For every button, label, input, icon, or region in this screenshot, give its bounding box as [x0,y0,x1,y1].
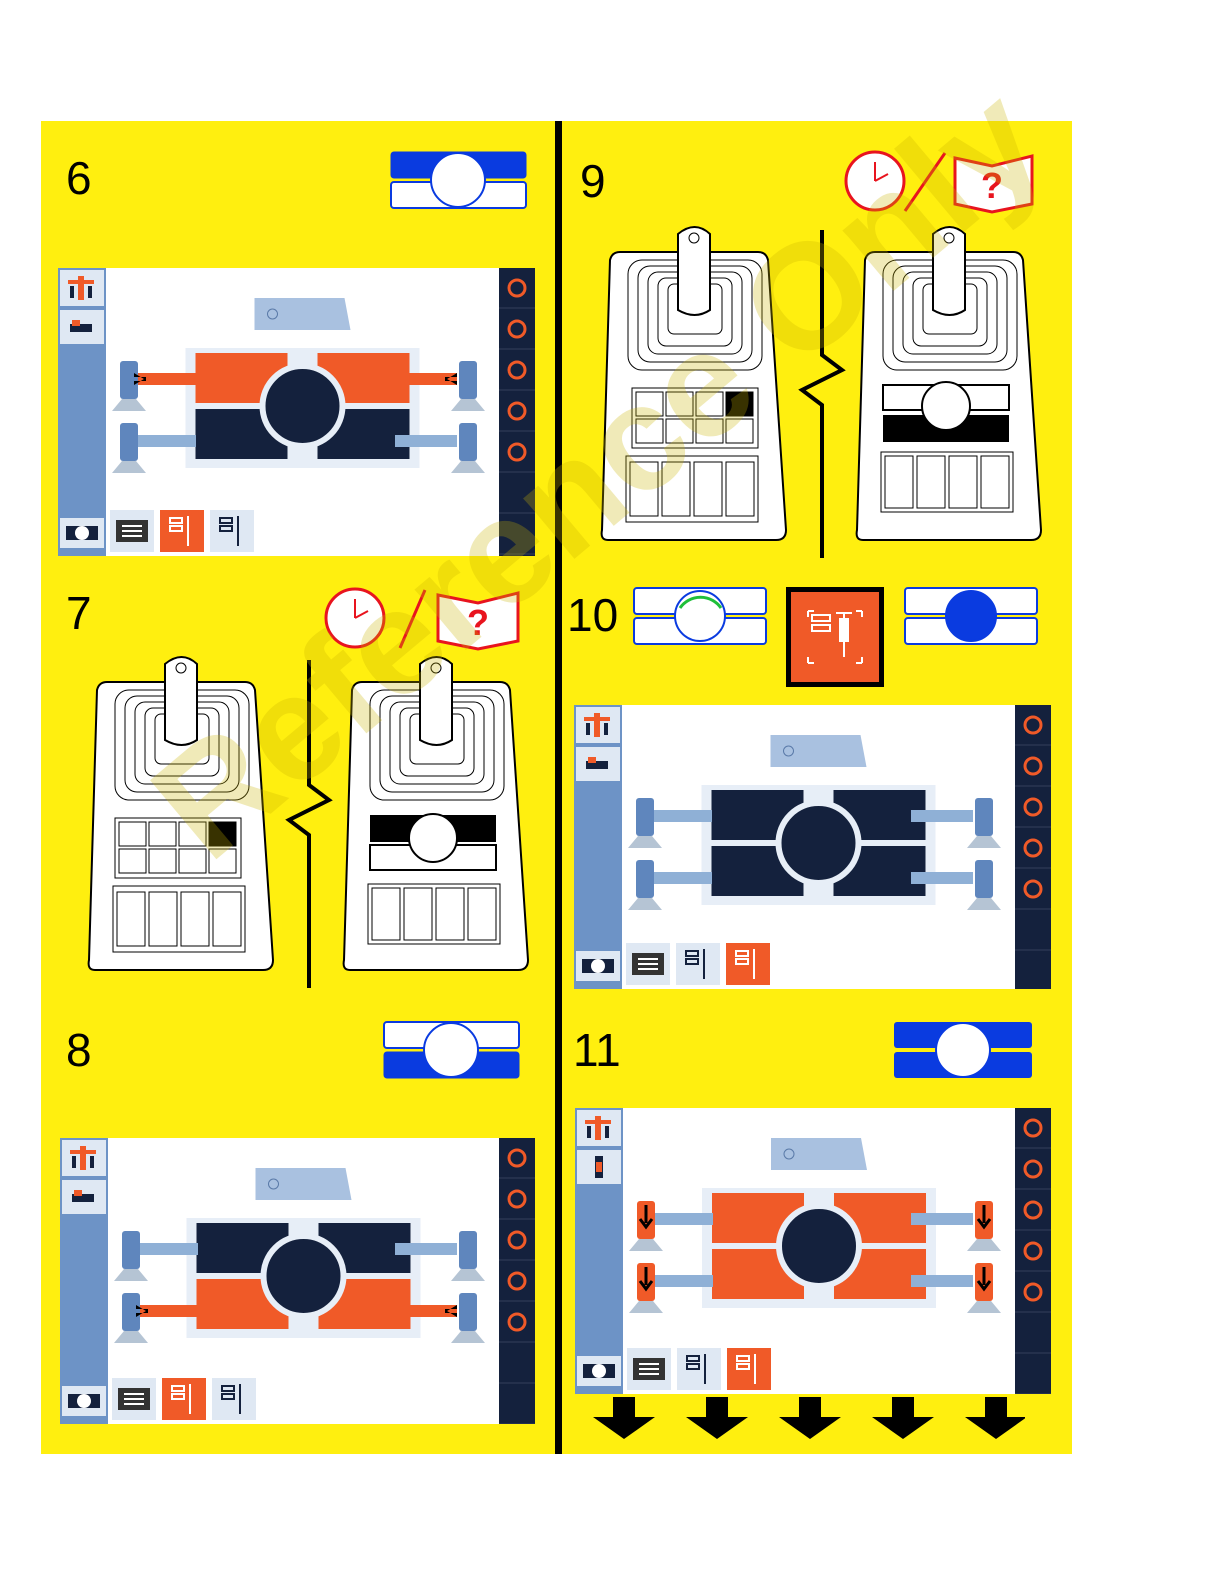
stabilizer-pad [112,399,146,411]
joystick-panel-right [857,227,1041,540]
stabilizer-pad [451,399,485,411]
stabilizer-beam [134,435,196,447]
down-arrow-icon [686,1397,748,1439]
stabilizer-leg [120,361,138,399]
stabilizer-pad [451,461,485,473]
step-number-8: 8 [66,1027,92,1073]
stabilizer-beam [395,1305,457,1317]
stabilizer-leg [120,423,138,461]
stabilizer-pad [628,836,662,848]
stabilizer-pad [451,1331,485,1343]
stabilizer-pad [114,1331,148,1343]
control-display-screen [574,705,1051,989]
stabilizer-beam [650,810,712,822]
stabilizer-beam [911,810,973,822]
stabilizer-pad [967,898,1001,910]
clock-or-manual-icon: ? [840,148,1046,214]
stabilizer-beam [134,373,196,385]
center-turret [779,803,859,883]
stabilizer-beam [136,1243,198,1255]
stabilizer-leg [975,798,993,836]
center-turret [263,366,343,446]
stabilizer-pad [967,1301,1001,1313]
stabilizer-pad [114,1269,148,1281]
stabilizer-leg [459,423,477,461]
mode-indicator-icon [390,150,528,212]
continue-arrows [555,1395,1025,1441]
mode-indicator-icon [904,586,1040,648]
step-number-7: 7 [66,590,92,636]
stabilizer-beam [395,435,457,447]
joystick-panel-right [344,657,528,970]
stabilizer-leg [459,1293,477,1331]
stabilizer-beam [136,1305,198,1317]
vehicle-cab [255,298,351,330]
control-display-screen [60,1138,535,1424]
step-number-11: 11 [573,1027,621,1073]
center-turret [264,1236,344,1316]
mode-indicator-icon [383,1020,521,1082]
stabilizer-leg [459,1231,477,1269]
stabilizer-beam [651,1213,713,1225]
step-number-9: 9 [580,158,606,204]
control-display-screen [58,268,535,556]
right-sidebar [1015,1108,1051,1394]
stabilizer-pad [629,1301,663,1313]
step-number-6: 6 [66,155,92,201]
mode-indicator-icon [633,586,769,648]
clock-or-manual-icon: ? [320,585,526,651]
stabilizer-pad [629,1239,663,1251]
stabilizer-beam [911,872,973,884]
right-sidebar [1015,705,1051,989]
vehicle-cab [771,1138,867,1170]
joystick-panel-left [602,227,786,540]
stabilizer-pad [967,1239,1001,1251]
mode-indicator-icon [893,1020,1035,1082]
vehicle-cab [771,735,867,767]
stabilizer-leg [636,798,654,836]
stabilizer-pad [967,836,1001,848]
stabilizer-pad [451,1269,485,1281]
stabilizer-beam [395,1243,457,1255]
stabilizer-beam [395,373,457,385]
down-arrow-icon [779,1397,841,1439]
step-number-10: 10 [567,592,618,638]
stabilizer-beam [911,1213,973,1225]
column-divider [555,121,562,1454]
manual-question-mark: ? [981,165,1003,206]
stabilizer-leg [122,1293,140,1331]
manual-question-mark: ? [467,602,489,643]
joystick-comparison-step9 [598,220,1043,560]
center-turret [779,1206,859,1286]
stabilizer-beam [911,1275,973,1287]
stabilizer-pad [628,898,662,910]
down-arrow-icon [593,1397,655,1439]
stabilizer-leg [975,860,993,898]
right-sidebar [499,1138,535,1424]
stabilizer-pad [112,461,146,473]
joystick-comparison-step7 [85,650,530,990]
control-display-screen [575,1108,1051,1394]
stabilizer-leg [122,1231,140,1269]
stabilizer-leg [636,860,654,898]
vehicle-cab [256,1168,352,1200]
selected-function-button-icon [786,587,884,687]
stabilizer-beam [651,1275,713,1287]
joystick-panel-left [89,657,273,970]
stabilizer-leg [459,361,477,399]
down-arrow-icon [965,1397,1025,1439]
stabilizer-beam [650,872,712,884]
down-arrow-icon [872,1397,934,1439]
